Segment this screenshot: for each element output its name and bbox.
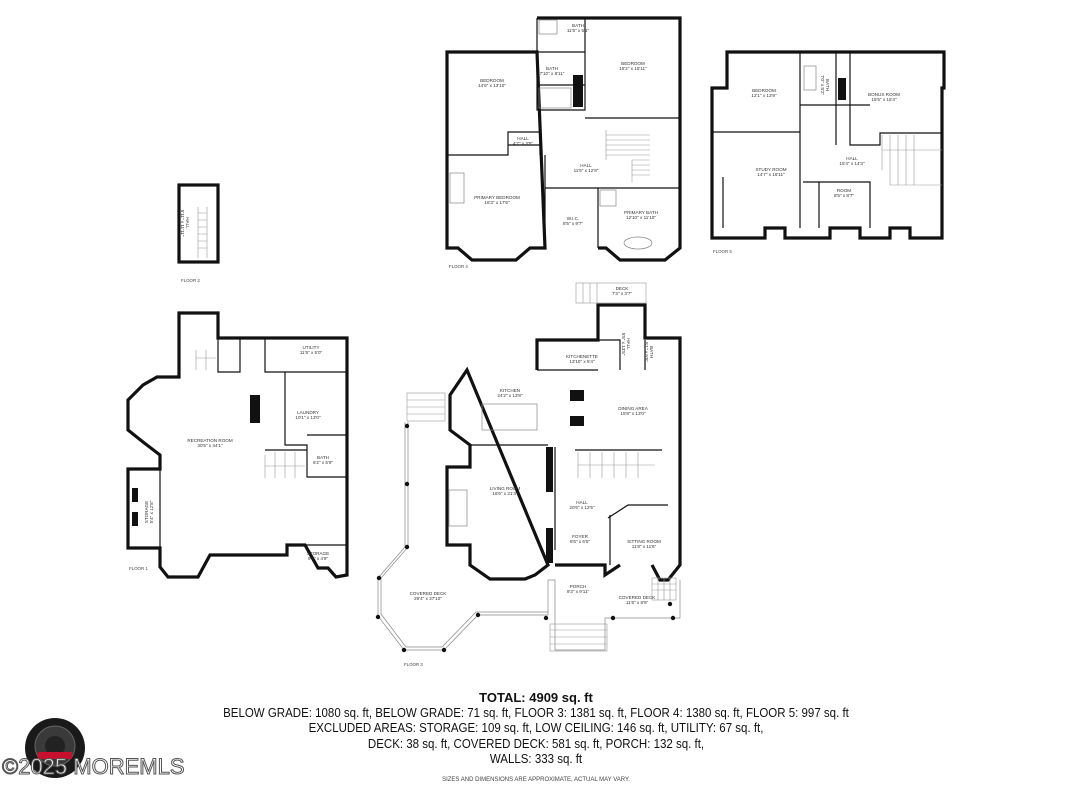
total-area: TOTAL: 4909 sq. ft — [479, 690, 593, 705]
room-label: W.I.C.8'5" x 9'7" — [563, 216, 583, 226]
excluded-areas-continued: DECK: 38 sq. ft, COVERED DECK: 581 sq. f… — [367, 737, 705, 751]
watermark-text: ©2025 MOREMLS — [2, 754, 185, 780]
floor2-labels: HALL5'11" x 11'11" FLOOR 2 — [180, 210, 200, 283]
floor-label: FLOOR 3 — [404, 662, 423, 667]
floor3-plan — [375, 282, 682, 653]
room-label: HALL5'5" x 13'5" — [621, 333, 631, 356]
room-label: STORAGE5'4" x 12'8" — [144, 500, 154, 523]
floor-label: FLOOR 2 — [181, 278, 200, 283]
floor4-plan — [445, 16, 682, 262]
floor5-plan — [710, 50, 946, 240]
walls-area: WALLS: 333 sq. ft — [489, 752, 583, 766]
excluded-areas: EXCLUDED AREAS: STORAGE: 109 sq. ft, LOW… — [308, 721, 764, 735]
floor-label: FLOOR 5 — [713, 249, 732, 254]
watermark-logo — [25, 718, 85, 778]
room-label: HALL5'11" x 11'11" — [180, 210, 190, 237]
floor-label: FLOOR 1 — [129, 566, 148, 571]
disclaimer: SIZES AND DIMENSIONS ARE APPROXIMATE, AC… — [442, 777, 630, 783]
floor2-plan — [177, 183, 220, 264]
floor1-plan — [126, 311, 349, 579]
room-label: BATH7'0" x 8'2" — [820, 75, 830, 95]
floor-label: FLOOR 4 — [449, 264, 468, 269]
area-breakdown: BELOW GRADE: 1080 sq. ft, BELOW GRADE: 7… — [223, 706, 849, 720]
room-label: BATH5'1" x 5'5" — [644, 342, 654, 362]
